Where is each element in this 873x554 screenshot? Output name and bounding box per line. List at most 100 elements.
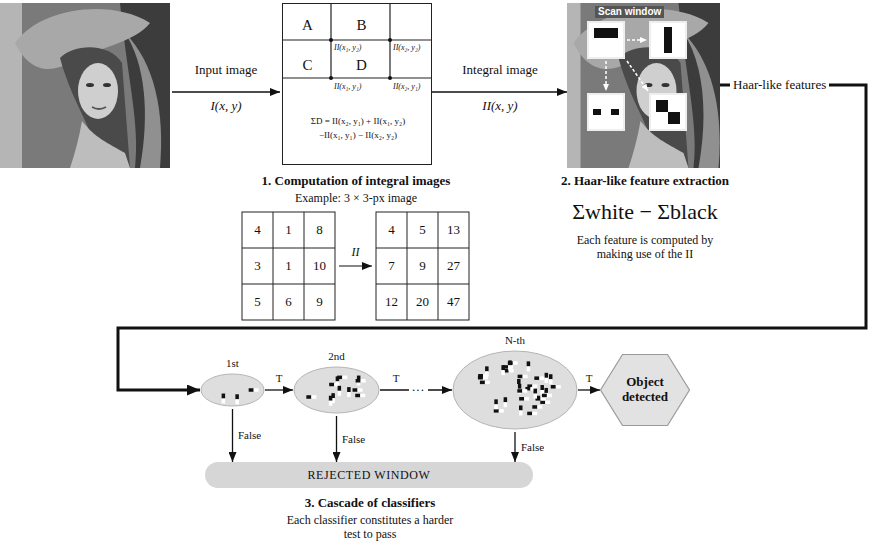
edge-label: False: [238, 429, 261, 442]
table-cell: 3: [254, 258, 261, 274]
haar-feature-symbol: [329, 383, 334, 387]
haar-feature-symbol: [519, 410, 523, 415]
table-cell: 4: [388, 222, 395, 238]
edge-label: Integral image: [462, 62, 537, 78]
haar-feature-symbol: [513, 361, 518, 365]
haar-feature-symbol: [517, 384, 521, 389]
pixel-grid: [242, 212, 335, 320]
section-title: 2. Haar-like feature extraction: [561, 173, 729, 189]
region-letter: D: [356, 56, 367, 74]
haar-feature-symbol: [545, 400, 550, 404]
haar-feature-symbol: [534, 394, 538, 399]
table-cell: 4: [254, 222, 261, 238]
haar-feature-symbol: [544, 388, 548, 393]
haar-feature-symbol: [508, 361, 513, 365]
haar-feature-symbol: [537, 405, 542, 409]
haar-feature-symbol: [249, 388, 254, 392]
haar-feature-symbol: [361, 379, 366, 383]
edge-label: T: [586, 372, 593, 385]
haar-feature-symbol: [480, 381, 485, 385]
result-hexagon: Object detected: [600, 354, 690, 426]
haar-feature-symbol: [523, 375, 528, 379]
haar-feature-symbol: [542, 394, 547, 398]
section-note: Each feature is computed by making use o…: [560, 233, 730, 262]
haar-feature-symbol: [329, 401, 333, 406]
classifier-stage: N-th: [452, 334, 578, 430]
table-cell: 27: [447, 258, 460, 274]
haar-feature-symbol: [338, 386, 342, 391]
haar-feature-symbol: [501, 365, 505, 370]
haar-feature-symbol: [235, 394, 239, 399]
haar-feature-symbol: [254, 388, 259, 392]
table-cell: 1: [285, 222, 292, 238]
stage-label: 1st: [226, 357, 239, 370]
region-letter: C: [302, 56, 312, 74]
scan-window-symbol: [656, 100, 668, 112]
math-label: I(x, y): [210, 98, 241, 114]
corner-dot: [388, 76, 392, 80]
haar-feature-symbol: [527, 366, 531, 371]
pixel-grid: [242, 212, 469, 320]
flow-arrow: [578, 389, 600, 390]
haar-feature-symbol: [540, 400, 545, 404]
haar-feature-symbol: [534, 376, 539, 380]
corner-dot: [329, 76, 333, 80]
table-cell: 10: [313, 258, 326, 274]
table-cell: 9: [316, 294, 323, 310]
table-cell: 5: [254, 294, 261, 310]
scan-window-symbol: [611, 109, 619, 115]
corner-dot: [388, 38, 392, 42]
haar-feature-symbol: [556, 385, 561, 389]
haar-feature-symbol: [527, 361, 531, 366]
haar-feature-symbol: [547, 394, 552, 398]
corner-value: II(x₂, y₂): [393, 43, 420, 53]
haar-feature-symbol: [337, 376, 342, 380]
haar-feature-symbol: [306, 395, 311, 399]
flow-arrow: [432, 91, 567, 92]
haar-feature-symbol: [549, 379, 553, 384]
edge-label: False: [521, 441, 544, 454]
flow-arrow: [265, 389, 293, 390]
pixel-grid: [242, 248, 335, 249]
integral-grid-lines: [282, 39, 432, 40]
haar-feature-symbol: [518, 384, 522, 389]
scan-window-symbol: [650, 94, 686, 130]
haar-feature-symbol: [524, 397, 529, 401]
classifier-stage: 2nd: [293, 350, 380, 414]
haar-feature-symbol: [494, 404, 498, 409]
haar-feature-symbol: [545, 373, 549, 378]
edge-label: False: [342, 433, 365, 446]
math-label: II(x, y): [482, 98, 517, 114]
haar-feature-symbol: [356, 379, 361, 383]
haar-feature-symbol: [494, 399, 498, 404]
haar-feature-symbol: [519, 405, 523, 410]
scan-window-symbol: [664, 27, 672, 53]
haar-feature-symbol: [517, 379, 521, 384]
pixel-grid: [273, 212, 274, 320]
haar-feature-symbol: [539, 376, 544, 380]
scan-direction-arrow: [606, 40, 648, 91]
haar-feature-symbol: [519, 397, 524, 401]
section-note: Each classifier constitutes a harder tes…: [285, 513, 455, 542]
table-cell: 9: [419, 258, 426, 274]
classifier-stage-outline: [452, 334, 578, 430]
haar-feature-symbol: [504, 402, 508, 407]
haar-feature-symbol: [485, 366, 489, 371]
transform-arrow: [339, 265, 372, 266]
scan-direction-arrow: [627, 39, 647, 41]
haar-feature-symbol: [483, 374, 488, 378]
haar-feature-symbol: [478, 374, 483, 378]
arrow-label: Input image: [195, 62, 257, 78]
edge-label: T: [276, 372, 283, 385]
haar-feature-symbol: [545, 378, 549, 383]
flow-arrow: [232, 409, 233, 462]
haar-feature-symbol: [353, 388, 358, 392]
haar-feature-symbol: [534, 389, 538, 394]
haar-feature-symbol: [222, 399, 226, 404]
haar-feature-symbol: [311, 395, 316, 399]
scan-direction-arrow: [627, 61, 648, 91]
haar-feature-symbol: [355, 394, 360, 398]
section-note: Example: 3 × 3-px image: [295, 191, 417, 205]
haar-feature-symbol: [235, 399, 239, 404]
scan-window-symbol: [594, 28, 618, 38]
